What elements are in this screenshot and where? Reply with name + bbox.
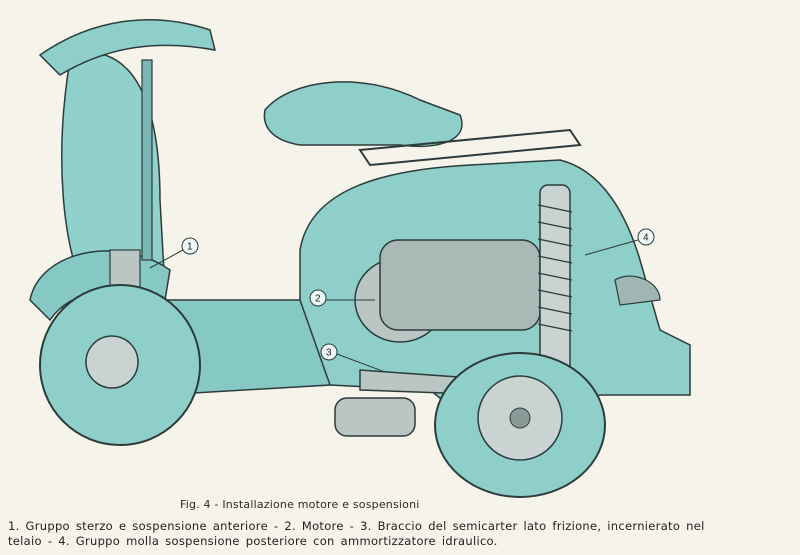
legend-line-2: telaio - 4. Gruppo molla sospensione pos… [8,534,498,548]
callout-2-label: 2 [315,294,321,305]
callout-1-marker [181,237,199,255]
saddle [263,81,463,147]
figure-legend: 1. Gruppo sterzo e sospensione anteriore… [8,519,768,549]
callout-2-marker [309,289,327,307]
scooter-cutaway-illustration: 1 2 3 4 [29,19,691,498]
legend-line-1: 1. Gruppo sterzo e sospensione anteriore… [8,519,705,533]
callout-3-marker [320,343,338,361]
engine-block [379,239,541,331]
rear-axle-nut [509,407,531,429]
rear-shock-absorber [539,184,571,376]
steering-column [141,59,153,261]
figure-caption-title: Fig. 4 - Installazione motore e sospensi… [180,498,420,511]
muffler [334,397,416,437]
front-hub [85,335,139,389]
callout-3-label: 3 [326,348,332,359]
tail-light [614,275,661,306]
callout-4-marker [637,228,655,246]
luggage-rack [358,128,582,167]
rear-spring-coils [537,204,573,332]
callout-4-label: 4 [643,233,649,244]
callout-1-label: 1 [187,242,193,253]
handlebar [38,19,217,76]
